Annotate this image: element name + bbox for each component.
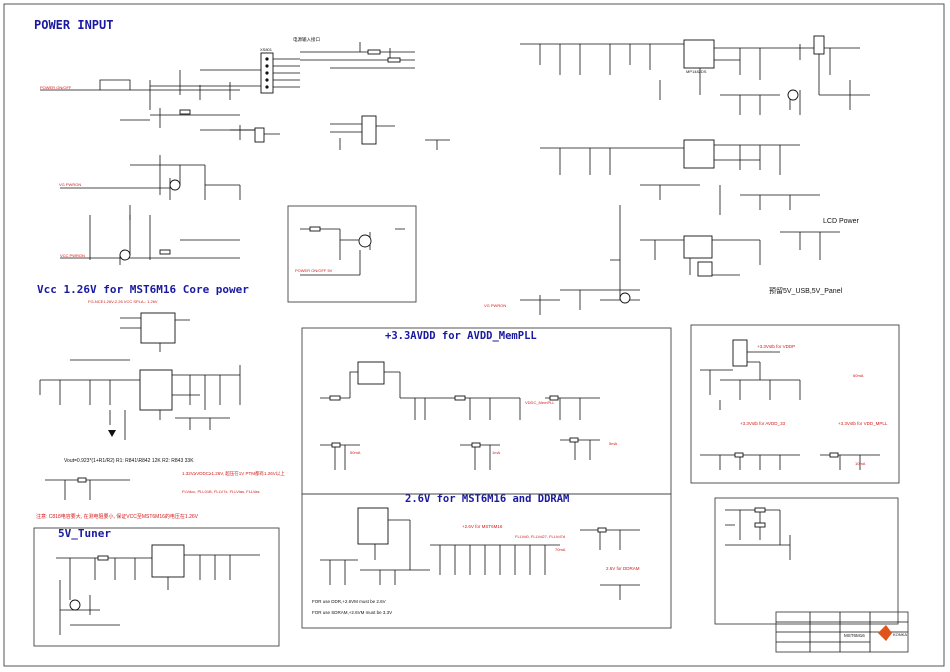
note-mst-26: +2.6V for MST6M16: [462, 524, 503, 529]
svg-text:10mA: 10mA: [855, 461, 866, 466]
ic-mp1482-2: [683, 139, 715, 169]
svg-text:POWER ON/OFF: POWER ON/OFF: [40, 85, 72, 90]
svg-text:VCC PWRON: VCC PWRON: [60, 253, 85, 258]
title-block-model: MST6M16: [844, 633, 865, 638]
section-3v3-stb: [690, 324, 900, 484]
sheet-border: [3, 3, 945, 667]
title-lcd-power: LCD Power: [823, 218, 859, 225]
vcc-hint: 1.32V≥VDDC≥1.26V, 超压在1V PTM都有1.26V以上: [182, 470, 285, 477]
svg-text:FG-NCE1.26V-2.26 VCC SPLA-: 1: FG-NCE1.26V-2.26 VCC SPLA-: 1.26V: [88, 299, 158, 304]
ic-small-1: [361, 115, 377, 145]
title-power-input: POWER INPUT: [34, 18, 113, 32]
connector-label: XS801: [260, 47, 273, 52]
ic-n808: [357, 507, 389, 545]
svg-text:1mA: 1mA: [492, 450, 501, 455]
title-avdd: +3.3AVDD for AVDD_MemPLL: [385, 330, 537, 342]
svg-text:5mA: 5mA: [609, 441, 618, 446]
svg-text:FLVdcc, PLL01B, FLLV7x, FLLVla: FLVdcc, PLL01B, FLLV7x, FLLVlas, FLLVas: [182, 489, 259, 494]
title-tuner: 5V_Tuner: [58, 527, 111, 540]
svg-text:70mA: 70mA: [555, 547, 566, 552]
sdram-note: FOR use SDRAM,+2.6VM must be 3.3V: [312, 610, 392, 615]
note-for-ddram: 2.6V for DDRAM: [606, 566, 640, 571]
section-avdd: [301, 327, 672, 495]
ic-n806: [151, 544, 185, 578]
note-vdd-mpll: +3.3Vstb for VDD_MPLL: [838, 421, 888, 426]
section-ddr: [301, 493, 672, 629]
ic-q1: [813, 35, 825, 55]
svg-text:60mA: 60mA: [853, 373, 864, 378]
ddr-note: FOR use DDR,+2.6VM must be 2.6V: [312, 599, 386, 604]
ic-mp1482-1: [683, 39, 715, 69]
ic-n807: [357, 361, 385, 385]
ic-n809: [732, 339, 748, 367]
title-block-brand: KONKA: [893, 632, 907, 637]
vout-note: Vout=0.923*(1+R1/R2) R1: R841\R842 12K R…: [64, 458, 194, 464]
svg-text:MP1482DS: MP1482DS: [686, 69, 707, 74]
input-hint: 电源输入接口: [293, 36, 320, 43]
svg-text:FLLVd0, FLLVd27, FLLVd7d: FLLVd0, FLLVd27, FLLVd7d: [515, 534, 565, 539]
title-vcc-core: Vcc 1.26V for MST6M16 Core power: [37, 283, 249, 296]
note-avdd33: +3.3Vstb for AVDD_33: [740, 421, 786, 426]
svg-text:VG PWRON: VG PWRON: [484, 303, 506, 308]
svg-text:POWER ON/OFF 5V: POWER ON/OFF 5V: [295, 268, 333, 273]
section-misc: [714, 497, 899, 625]
note-vddp: +3.3Vstb for VDDP: [757, 344, 795, 349]
title-ddr: 2.6V for MST6M16 and DDRAM: [405, 493, 569, 505]
svg-text:50mA: 50mA: [350, 450, 361, 455]
ic-n803: [139, 369, 173, 411]
svg-text:VG PWRON: VG PWRON: [59, 182, 81, 187]
ic-ap2301: [683, 235, 713, 259]
title-usb-panel: 预留5V_USB,5V_Panel: [769, 286, 843, 295]
konka-logo-icon: [878, 625, 892, 641]
ic-n804: [140, 312, 176, 344]
caution-note: 注意: C818电容要大, 在测电阻要小, 保证VCC至MST6M16的电压在1…: [36, 513, 199, 520]
section-tuner: [33, 527, 280, 647]
svg-text:VDDC_MemPLL: VDDC_MemPLL: [525, 400, 555, 405]
section-power-switch: [287, 205, 417, 303]
